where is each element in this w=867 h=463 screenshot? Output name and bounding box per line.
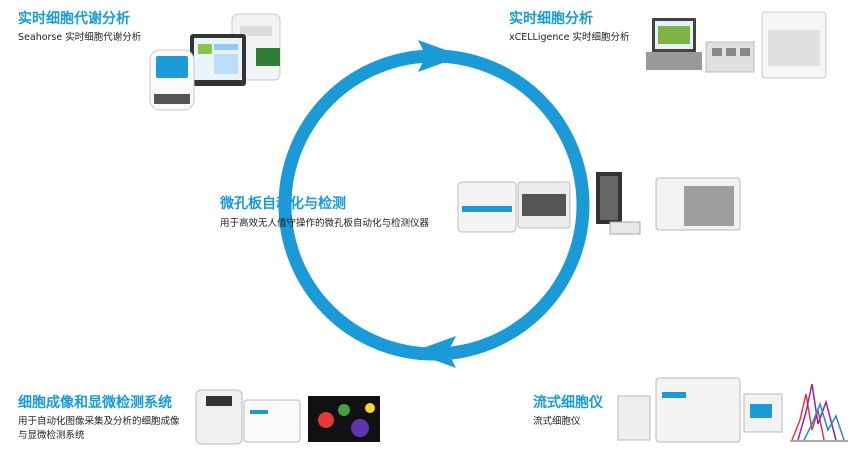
- flow-cytometer-image: [617, 377, 848, 443]
- imaging-systems-image: [195, 389, 380, 445]
- seahorse-instrument-image: [149, 13, 281, 111]
- cycle-arrow-bottom: [412, 336, 456, 368]
- imaging-subtitle-line2: 与显微检测系统: [18, 430, 85, 441]
- microplate-title: 微孔板自动化与检测: [220, 196, 346, 212]
- metabolism-title: 实时细胞代谢分析: [18, 11, 130, 27]
- cycle-arrow-top: [418, 40, 462, 72]
- microplate-automation-image: [457, 172, 741, 235]
- imaging-title: 细胞成像和显微检测系统: [18, 395, 172, 411]
- flow-title: 流式细胞仪: [533, 395, 603, 411]
- imaging-subtitle-line1: 用于自动化图像采集及分析的细胞成像: [18, 416, 180, 427]
- realtime-title: 实时细胞分析: [509, 11, 593, 27]
- metabolism-subtitle: Seahorse 实时细胞代谢分析: [18, 32, 142, 43]
- microplate-subtitle: 用于高效无人值守操作的微孔板自动化与检测仪器: [220, 218, 430, 229]
- realtime-subtitle: xCELLigence 实时细胞分析: [509, 32, 630, 43]
- flow-subtitle: 流式细胞仪: [533, 416, 581, 427]
- xcelligence-instrument-image: [646, 11, 827, 79]
